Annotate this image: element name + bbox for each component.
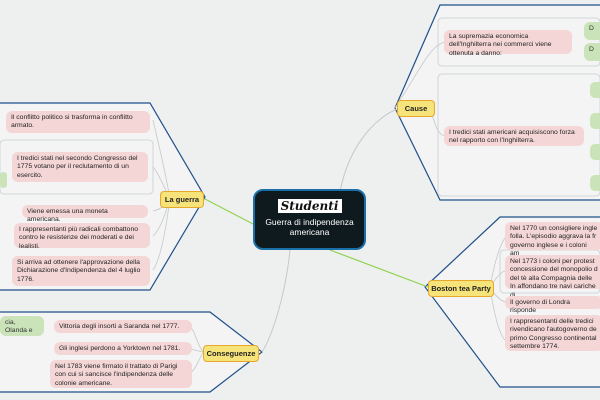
central-topic[interactable]: Studenti Guerra di indipendenza american… [253, 189, 366, 250]
cause-subitem-4[interactable] [590, 113, 600, 129]
branch-cause[interactable]: Cause [397, 100, 435, 117]
branch-conseguenze[interactable]: Conseguenze [203, 345, 259, 362]
boston-item-1[interactable]: Nel 1770 un consigliere ingle folla. L'e… [505, 222, 600, 257]
boston-item-2[interactable]: Nel 1773 i coloni per protest concession… [505, 255, 600, 299]
subframe-boston-2 [499, 249, 600, 294]
connector-boston [329, 249, 429, 288]
subframe-cause-2 [437, 73, 600, 197]
guerra-item-1[interactable]: Il conflitto politico si trasforma in co… [6, 111, 150, 133]
conseguenze-item-3[interactable]: Nel 1783 viene firmato il trattato di Pa… [50, 360, 192, 388]
branch-guerra[interactable]: La guerra [160, 191, 204, 208]
boston-item-4[interactable]: I rappresentanti delle tredici rivendica… [505, 315, 600, 351]
guerra-item-2[interactable]: I tredici stati nel secondo Congresso de… [12, 152, 148, 182]
connector-cause [339, 107, 401, 193]
connector-conseguenze [261, 249, 291, 353]
conseguenze-item-2[interactable]: Gli inglesi perdono a Yorktown nel 1781. [54, 342, 192, 355]
central-title: Guerra di indipendenza americana [265, 217, 354, 237]
subframe-cause-1 [437, 17, 600, 67]
cause-item-2[interactable]: I tredici stati americani acquisiscono f… [444, 126, 584, 146]
connector-guerra [204, 198, 256, 226]
conseguenze-item-1[interactable]: Vittoria degli insorti a Saranda nel 177… [54, 320, 192, 333]
cause-subitem-1[interactable]: D [584, 22, 600, 40]
guerra-item-3[interactable]: Viene emessa una moneta americana. [22, 205, 148, 223]
guerra-subitem[interactable] [0, 172, 7, 188]
guerra-item-5[interactable]: Si arriva ad ottenere l'approvazione del… [12, 256, 150, 286]
studenti-logo: Studenti [277, 199, 342, 213]
cause-subitem-6[interactable] [590, 175, 600, 191]
boston-item-3[interactable]: Il governo di Londra risponde [505, 296, 600, 314]
conseguenze-left-fragment[interactable]: cia, Olanda e [0, 316, 44, 336]
branch-boston[interactable]: Boston tea Party [428, 280, 494, 297]
cause-subitem-2[interactable]: D [584, 43, 600, 61]
cause-item-1[interactable]: La supremazia economica dell'Inghilterra… [444, 30, 572, 57]
cause-subitem-3[interactable] [590, 82, 600, 98]
cause-subitem-5[interactable] [590, 144, 600, 160]
guerra-item-4[interactable]: I rappresentanti più radicali combattono… [14, 223, 150, 250]
